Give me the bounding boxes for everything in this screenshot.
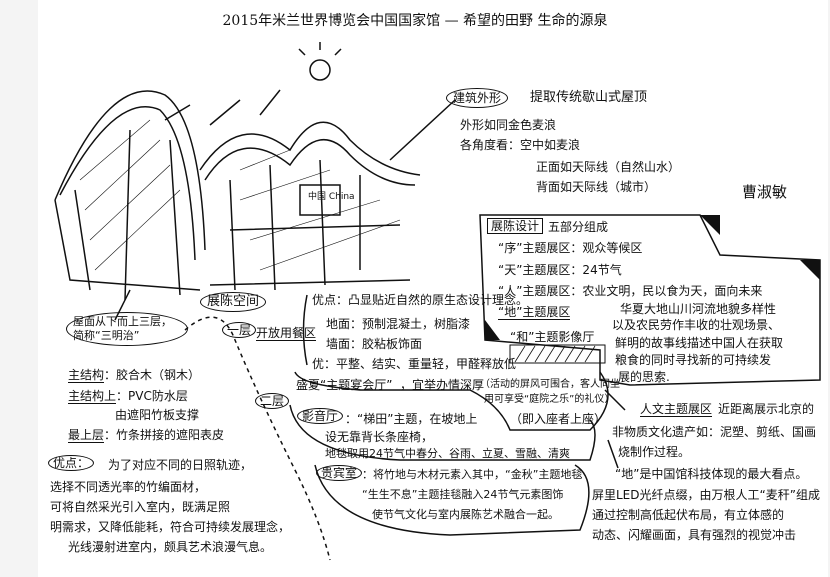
author-signature: 曹淑敏: [742, 183, 788, 201]
page-title: 2015年米兰世界博览会中国国家馆 — 希望的田野 生命的源泉: [222, 13, 608, 29]
di-tech-line: 动态、闪耀画面，具有强烈的视觉冲击: [592, 528, 797, 542]
exterior-line: 正面如天际线（自然山水）: [536, 160, 681, 174]
vip-room-line: 使节气文化与室内展陈艺术融合一起。: [372, 508, 559, 521]
roof-line: 最上层：竹条拼接的遮阳表皮: [68, 428, 225, 443]
sunlight-arrows: [164, 89, 281, 126]
vip-room-line: ：将竹地与木材元素入其中，“金秋”主题地毯: [362, 468, 583, 481]
av-hall-label: 影音厅: [297, 408, 344, 424]
humanities-line: 烧制作过程。: [618, 445, 691, 459]
av-hall-line: ：“梯田”主题，在坡地上: [345, 412, 478, 426]
exterior-label: 建筑外形: [446, 88, 509, 108]
di-detail: 鲜明的故事线描述中国人在获取: [615, 336, 784, 350]
vip-room-label: 贵宾室: [316, 465, 363, 481]
av-hall-line: 设无靠背长条座椅，: [325, 430, 434, 444]
vip-room-line: “生生不息”主题挂毯融入24节气元素图饰: [362, 488, 564, 501]
exterior-line: 背面如天际线（城市）: [536, 180, 657, 194]
zone-item: “序”主题展区：观众等候区: [498, 241, 643, 255]
di-tech-line: “地”是中国馆科技体现的最大看点。: [615, 467, 808, 481]
exhibit-design-label: 展陈设计: [487, 218, 544, 234]
sun-icon: [298, 42, 342, 81]
floor1-detail: 优点：凸显贴近自然的原生态设计理念。: [312, 293, 529, 307]
china-sign-frame: [299, 184, 341, 216]
zone-item: “人”主题展区：农业文明，民以食为天，面向未来: [498, 284, 763, 298]
exhibit-space-label: 展陈空间: [200, 292, 267, 312]
zone-item: “天”主题展区：24节气: [498, 263, 622, 277]
di-detail: 展的思索.: [618, 370, 670, 384]
av-hall-line: 地毯取用24节气中春分、谷雨、立夏、雪融、清爽: [325, 447, 570, 460]
advantage-line: 可将自然采光引入室内，既满足照: [50, 500, 231, 514]
advantage-line: 光线漫射进室内，颇具艺术浪漫气息。: [68, 540, 273, 554]
humanities-line: 非物质文化遗产如：泥塑、剪纸、国画: [612, 425, 817, 439]
di-detail: 粮食的同时寻找新的可持续发: [615, 353, 772, 367]
roof-line: 主结构上：PVC防水层: [68, 389, 188, 404]
summer-note: （活动的屏风可围合，客人同坐: [480, 379, 620, 390]
roof-line: 由遮阳竹板支撑: [115, 408, 200, 422]
right-roof-curve: [199, 121, 421, 176]
summer-note: 用可享受“庭院之乐”的礼仪）: [484, 394, 615, 405]
advantage-label: 优点：: [48, 455, 95, 471]
roof-label: 屋面从下而上三层，简称“三明治”: [66, 312, 188, 346]
di-tech-line: 屏里LED光纤点缀，由万根人工“麦秆”组成: [592, 488, 820, 502]
advantage-line: 为了对应不同的日照轨迹，: [108, 458, 253, 472]
di-tech-line: 通过控制高低起伏布局，有立体感的: [592, 508, 785, 522]
floor1-detail: 地面：预制混凝土，树脂漆: [326, 317, 471, 331]
exterior-line: 提取传统歇山式屋顶: [530, 90, 648, 105]
sketch-paper: [38, 0, 828, 577]
advantage-line: 选择不同透光率的竹编面材，: [50, 480, 207, 494]
advantage-line: 明需求，又降低能耗，符合可持续发展理念，: [50, 520, 291, 534]
summer-banquet-label: 盛夏“主题宴会厅”: [296, 378, 393, 392]
floor2-label: 二层: [255, 393, 290, 409]
building-sign-text: 中国 China: [308, 192, 355, 202]
exterior-line: 外形如同金色麦浪: [460, 118, 557, 132]
roof-line: 主结构：胶合木（钢木）: [68, 368, 201, 383]
floor1-label: 一层: [222, 322, 257, 338]
di-detail: 华夏大地山川河流地貌多样性: [620, 302, 777, 316]
floor1-text: 开放用餐区: [256, 326, 317, 341]
exterior-line: 各角度看：空中如麦浪: [460, 138, 581, 152]
floor1-detail: 优：平整、结实、重量轻，甲醛释放低: [312, 357, 517, 371]
humanities-zone-label: 人文主题展区: [640, 402, 713, 417]
humanities-line: 近距离展示北京的: [718, 402, 815, 416]
arrow-to-exterior: [389, 99, 456, 161]
zone-item: “地”主题展区: [498, 305, 571, 320]
di-detail: 以及农民劳作丰收的壮观场景、: [612, 318, 781, 332]
summer-note2: （即入座者上座）: [510, 412, 607, 426]
zone-item: “和”主题影像厅: [510, 330, 595, 344]
summer-banquet-text: ，宜举办情深厚: [400, 378, 485, 392]
floor1-detail: 墙面：胶粘板饰面: [326, 337, 423, 351]
left-roof-curve: [54, 90, 206, 251]
exhibit-design-summary: 五部分组成: [548, 220, 609, 234]
